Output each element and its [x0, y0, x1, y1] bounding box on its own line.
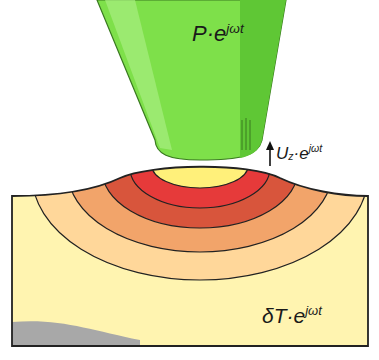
temperature-label: δT·ejωt: [262, 304, 322, 326]
probe-shade: [240, 0, 286, 158]
probe-highlight: [105, 0, 172, 150]
probe-tip: [97, 0, 286, 160]
power-label: P·ejωt: [192, 22, 244, 45]
sample-outline: [12, 167, 368, 346]
probe-stroke-marks: [242, 118, 250, 150]
probe-body: [97, 0, 286, 160]
displacement-arrow: [266, 141, 274, 166]
displacement-label: Uz·ejωt: [276, 143, 322, 162]
